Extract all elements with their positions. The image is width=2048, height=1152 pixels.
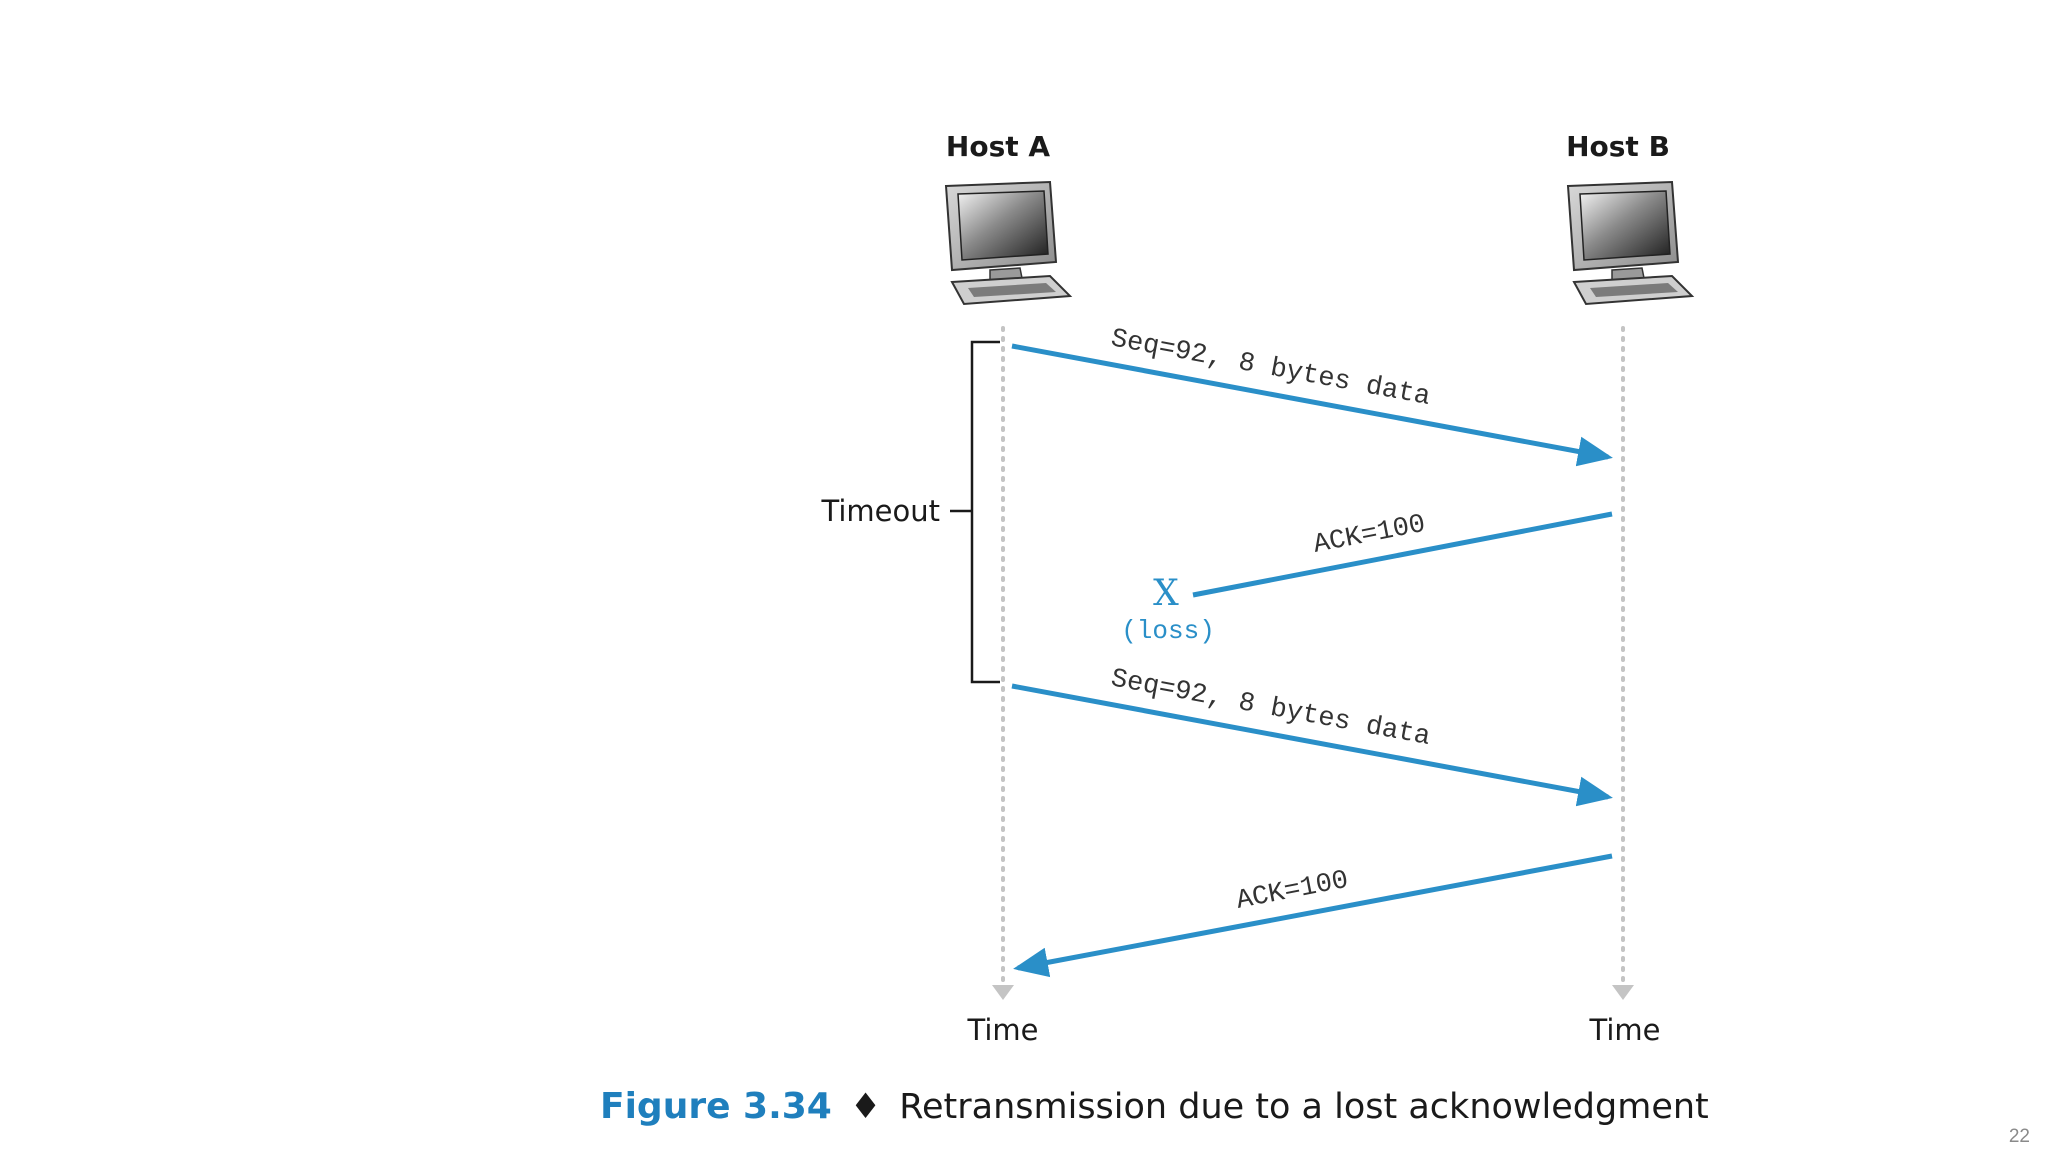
host-b-label: Host B	[1566, 130, 1670, 163]
message-4-arrow	[1013, 853, 1613, 978]
figure-caption: Figure 3.34 ♦ Retransmission due to a lo…	[600, 1086, 1709, 1127]
caption-separator: ♦	[850, 1087, 881, 1127]
message-1-arrow	[1011, 343, 1613, 467]
host-a-time-arrowhead	[992, 985, 1014, 1000]
host-b-time-label: Time	[1589, 1013, 1661, 1047]
computer-icon	[944, 180, 1073, 306]
page-number: 22	[2009, 1126, 2030, 1147]
message-2-arrow	[1192, 511, 1613, 598]
caption-text: Retransmission due to a lost acknowledgm…	[899, 1087, 1709, 1127]
loss-x-icon: X	[1153, 573, 1179, 614]
figure-number: Figure 3.34	[600, 1086, 832, 1127]
host-b-time-arrowhead	[1612, 985, 1634, 1000]
host-a-time-label: Time	[967, 1013, 1039, 1047]
timeout-label: Timeout	[821, 494, 940, 528]
timeout-bracket	[970, 340, 1000, 684]
message-3-label: Seq=92, 8 bytes data	[1108, 664, 1432, 753]
message-1-label: Seq=92, 8 bytes data	[1108, 324, 1432, 413]
computer-icon	[1566, 180, 1695, 306]
loss-label: (loss)	[1121, 616, 1215, 646]
message-3-arrow	[1011, 683, 1613, 807]
host-a-label: Host A	[946, 130, 1050, 163]
